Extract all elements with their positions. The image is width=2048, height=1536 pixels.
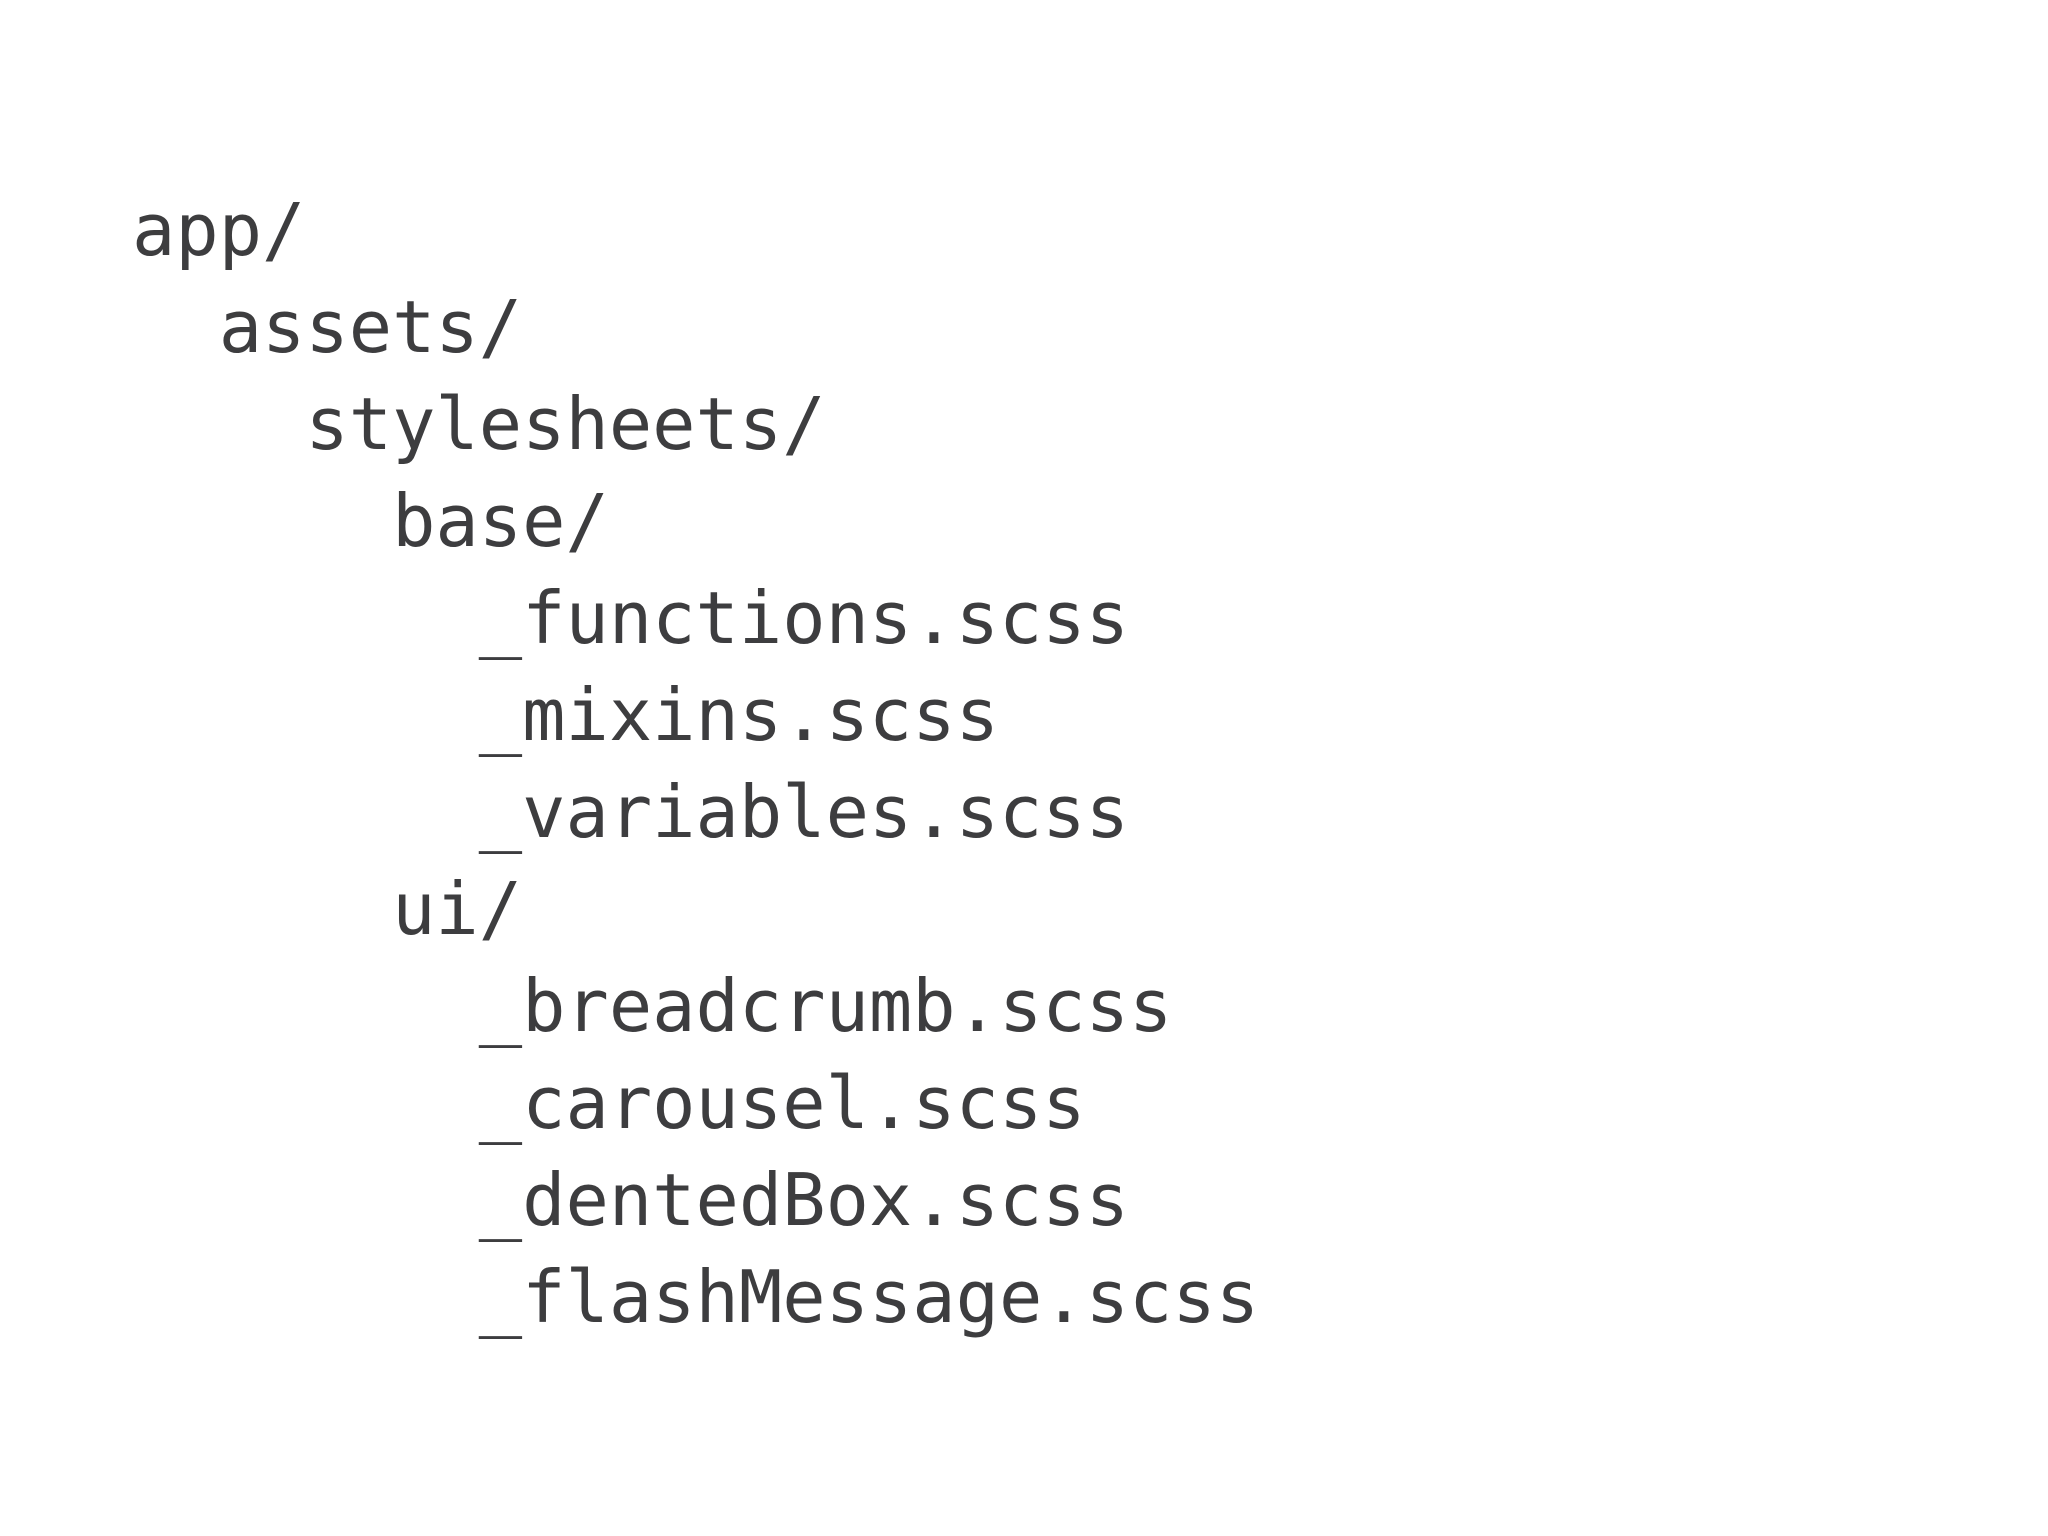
tree-line-file: _breadcrumb.scss [132,964,1173,1048]
tree-line-file: _flashMessage.scss [132,1255,1260,1339]
tree-line-file: _variables.scss [132,770,1129,854]
tree-line-directory: base/ [132,479,609,563]
tree-line-directory: assets/ [132,285,523,369]
tree-line-directory: stylesheets/ [132,382,826,466]
tree-line-file: _dentedBox.scss [132,1158,1129,1242]
tree-line-file: _mixins.scss [132,673,999,757]
file-tree: app/ assets/ stylesheets/ base/ _functio… [132,182,1259,1346]
tree-line-directory: ui/ [132,867,523,951]
tree-line-file: _functions.scss [132,576,1129,660]
tree-line-file: _carousel.scss [132,1061,1086,1145]
tree-line-directory: app/ [132,188,306,272]
